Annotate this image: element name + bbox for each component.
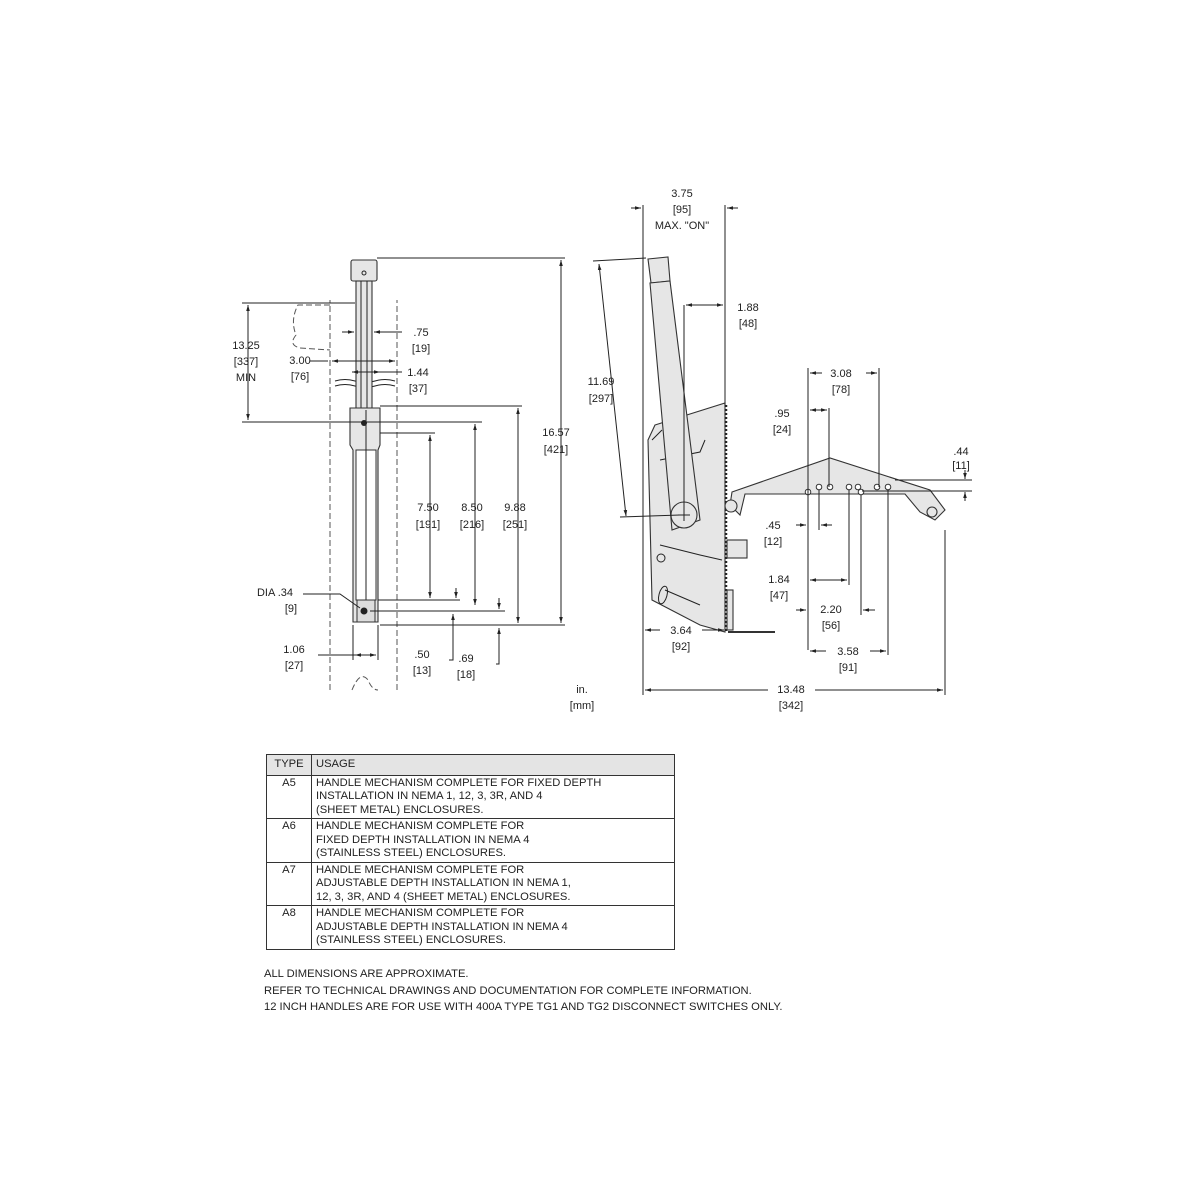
type-usage-table: TYPE USAGE A5 HANDLE MECHANISM COMPLETE … — [266, 754, 675, 950]
dim-7-50: 7.50[191] — [416, 502, 440, 531]
usage-line: FIXED DEPTH INSTALLATION IN NEMA 4 — [316, 833, 530, 846]
usage-line: ADJUSTABLE DEPTH INSTALLATION IN NEMA 4 — [316, 920, 568, 933]
table-row: A5 HANDLE MECHANISM COMPLETE FOR FIXED D… — [266, 774, 675, 819]
dim-0-44: .44[11] — [952, 446, 970, 472]
dim-16-57: 16.57[421] — [542, 427, 570, 456]
dim-3-75: 3.75[95]MAX. "ON" — [655, 188, 709, 232]
header-usage: USAGE — [311, 754, 675, 776]
dim-3-00: 3.00[76] — [289, 355, 310, 383]
front-view-labels: 13.25[337]MIN 3.00[76] .75[19] 1.44[37] … — [232, 327, 594, 712]
type-cell: A8 — [266, 905, 312, 950]
header-type: TYPE — [266, 754, 312, 776]
dim-1-44: 1.44[37] — [407, 367, 428, 395]
usage-line: (STAINLESS STEEL) ENCLOSURES. — [316, 934, 507, 946]
dim-8-50: 8.50[216] — [460, 502, 484, 531]
usage-line: 12, 3, 3R, AND 4 (SHEET METAL) ENCLOSURE… — [316, 890, 571, 903]
side-view-labels: 3.75[95]MAX. "ON" 1.88[48] 11.69[297] 3.… — [588, 188, 970, 712]
dim-11-69: 11.69[297] — [588, 376, 615, 405]
type-cell: A7 — [266, 861, 312, 906]
usage-line: (STAINLESS STEEL) ENCLOSURES. — [316, 847, 507, 859]
front-view-dimension-lines — [242, 257, 565, 665]
note: 12 INCH HANDLES ARE FOR USE WITH 400A TY… — [264, 1001, 783, 1013]
dim-3-58: 3.58[91] — [837, 646, 858, 674]
dim-1-84: 1.84[47] — [768, 574, 789, 602]
side-view-handle — [647, 256, 946, 633]
dim-0-75: .75[19] — [412, 327, 430, 355]
dim-0-69: .69[18] — [457, 653, 475, 681]
dim-13-25: 13.25[337]MIN — [232, 340, 260, 384]
usage-line: HANDLE MECHANISM COMPLETE FOR — [316, 820, 525, 832]
dim-3-64: 3.64[92] — [670, 625, 691, 653]
dim-13-48: 13.48[342] — [777, 684, 805, 712]
dim-2-20: 2.20[56] — [820, 604, 841, 632]
type-cell: A5 — [266, 774, 312, 819]
usage-line: HANDLE MECHANISM COMPLETE FOR — [316, 863, 525, 876]
dim-9-88: 9.88[251] — [503, 502, 527, 531]
dim-3-08: 3.08[78] — [830, 368, 851, 396]
type-cell: A6 — [266, 818, 312, 863]
notes: ALL DIMENSIONS ARE APPROXIMATE. REFER TO… — [264, 966, 782, 1016]
table-header-row: TYPE USAGE — [266, 754, 675, 776]
usage-line: HANDLE MECHANISM COMPLETE FOR — [316, 907, 525, 919]
dim-1-88: 1.88[48] — [737, 302, 758, 330]
front-view-handle — [292, 259, 398, 691]
dim-0-50: .50[13] — [413, 649, 431, 677]
dim-dia-0-34: DIA .34[9] — [257, 587, 297, 615]
dim-1-06: 1.06[27] — [283, 644, 304, 672]
note: REFER TO TECHNICAL DRAWINGS AND DOCUMENT… — [264, 984, 752, 997]
usage-line: (SHEET METAL) ENCLOSURES. — [316, 803, 484, 816]
dim-0-95: .95[24] — [773, 408, 791, 436]
units-label: in.[mm] — [570, 684, 594, 712]
dim-0-45: .45[12] — [764, 520, 782, 548]
note: ALL DIMENSIONS ARE APPROXIMATE. — [264, 968, 469, 980]
side-view-dimension-lines — [592, 205, 972, 695]
usage-line: HANDLE MECHANISM COMPLETE FOR FIXED DEPT… — [316, 776, 602, 789]
usage-line: ADJUSTABLE DEPTH INSTALLATION IN NEMA 1, — [316, 877, 571, 889]
usage-cell: HANDLE MECHANISM COMPLETE FOR FIXED DEPT… — [311, 774, 675, 819]
usage-line: INSTALLATION IN NEMA 1, 12, 3, 3R, AND 4 — [316, 790, 543, 802]
